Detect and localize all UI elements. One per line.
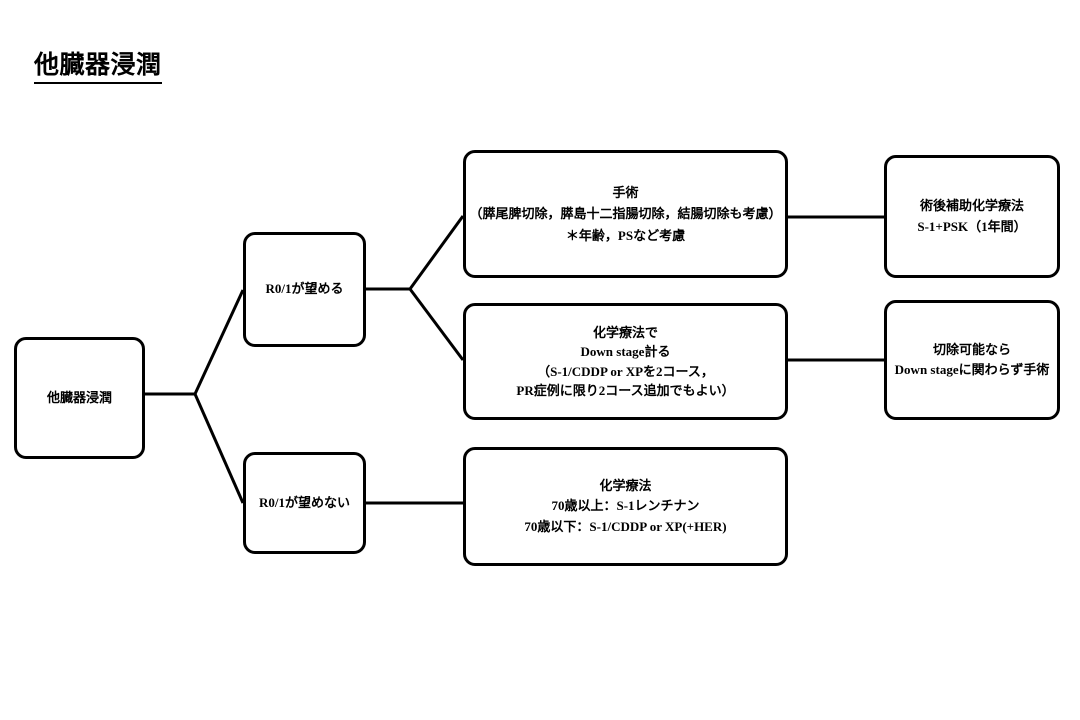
node-line: R0/1が望める — [265, 281, 344, 297]
node-line: PR症例に限り2コース追加でもよい） — [516, 383, 735, 398]
node-r01-achievable[interactable]: R0/1が望める — [243, 232, 366, 347]
node-chemotherapy-downstage[interactable]: 化学療法で Down stage計る （S-1/CDDP or XPを2コース，… — [463, 303, 788, 420]
node-line: 70歳以下：S-1/CDDP or XP(+HER) — [524, 518, 727, 534]
node-line: R0/1が望めない — [258, 494, 350, 510]
edge-r01-achievable-to-chemotherapy — [408, 288, 465, 361]
node-r01-not-achievable[interactable]: R0/1が望めない — [243, 452, 366, 554]
edge-root-to-r01-not-achievable — [193, 393, 245, 504]
node-other-organ-invasion[interactable]: 他臓器浸潤 — [14, 337, 145, 459]
node-line: （S-1/CDDP or XPを2コース， — [537, 363, 714, 379]
edge-r01-achievable-to-surgery — [408, 215, 465, 290]
node-line: 他臓器浸潤 — [46, 389, 112, 405]
node-line: 術後補助化学療法 — [919, 198, 1024, 214]
node-resectable-surgery[interactable]: 切除可能なら Down stageに関わらず手術 — [884, 300, 1060, 420]
node-adjuvant-chemotherapy[interactable]: 術後補助化学療法 S-1+PSK（1年間） — [884, 155, 1060, 278]
node-line: （膵尾脾切除，膵島十二指腸切除，結腸切除も考慮） — [469, 206, 782, 222]
node-chemotherapy-palliative[interactable]: 化学療法 70歳以上：S-1レンチナン 70歳以下：S-1/CDDP or XP… — [463, 447, 788, 566]
node-line: 化学療法 — [599, 478, 652, 494]
node-line: S-1+PSK（1年間） — [917, 218, 1027, 234]
node-line: Down stageに関わらず手術 — [894, 362, 1050, 377]
node-line: 70歳以上：S-1レンチナン — [551, 498, 700, 514]
edge-root-to-r01-achievable — [193, 289, 245, 395]
node-line: 切除可能なら — [932, 341, 1011, 357]
node-line: Down stage計る — [580, 344, 671, 359]
page-title: 他臓器浸潤 — [34, 52, 162, 84]
node-line: 手術 — [612, 184, 639, 200]
node-surgery[interactable]: 手術 （膵尾脾切除，膵島十二指腸切除，結腸切除も考慮） ＊年齢，PSなど考慮 — [463, 150, 788, 278]
node-line: ＊年齢，PSなど考慮 — [565, 227, 686, 243]
node-line: 化学療法で — [592, 324, 658, 340]
